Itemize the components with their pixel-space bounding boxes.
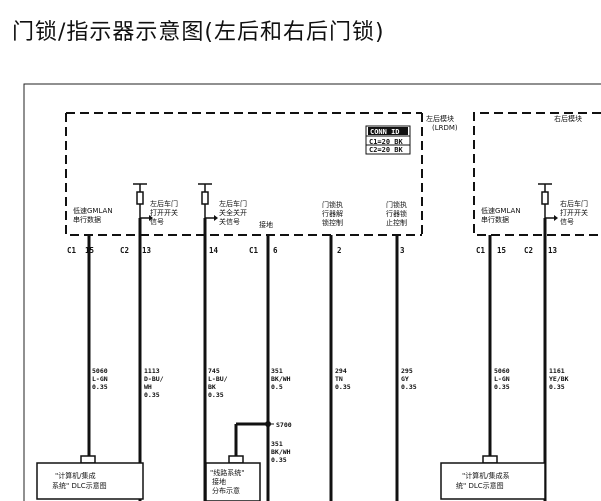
conn-id-row-2: C2=20 BK xyxy=(369,146,404,154)
pin-conn-1: C1 xyxy=(67,246,77,255)
pin-conn-2: C2 xyxy=(120,246,129,255)
right-label-door-open-3: 信号 xyxy=(560,217,574,226)
svg-text:D-BU/: D-BU/ xyxy=(144,375,164,383)
right-wire-label-2: 1161 YE/BK 0.35 xyxy=(549,367,569,391)
svg-text:745: 745 xyxy=(208,367,220,375)
wire-label-6: 295 GY 0.35 xyxy=(401,367,417,391)
pin-num-2: 13 xyxy=(142,246,152,255)
svg-text:L-GN: L-GN xyxy=(494,375,510,383)
label-door-open-2: 打开开关 xyxy=(150,208,178,217)
svg-text:5060: 5060 xyxy=(92,367,108,375)
label-door-close-1: 左后车门 xyxy=(219,199,247,208)
svg-text:"计算机/集成: "计算机/集成 xyxy=(55,471,96,480)
svg-text:统" DLC示意图: 统" DLC示意图 xyxy=(456,481,504,490)
right-dlc-reference-box: "计算机/集成系 统" DLC示意图 xyxy=(440,455,546,500)
svg-text:分布示意: 分布示意 xyxy=(212,486,240,495)
label-lock-1: 门锁执 xyxy=(322,200,343,209)
right-wires xyxy=(488,218,547,501)
label-unlock-3: 止控制 xyxy=(386,218,407,227)
svg-text:0.35: 0.35 xyxy=(401,383,417,391)
pin-conn-4: C1 xyxy=(249,246,259,255)
door-open-switch-symbol xyxy=(133,183,153,221)
pin-num-5: 2 xyxy=(337,246,342,255)
right-pin-conn-1: C1 xyxy=(476,246,486,255)
svg-text:BK/WH: BK/WH xyxy=(271,448,291,456)
right-pin-num-2: 13 xyxy=(548,246,558,255)
right-label-door-open-2: 打开开关 xyxy=(560,208,588,217)
svg-text:L-BU/: L-BU/ xyxy=(208,375,228,383)
pin-num-3: 14 xyxy=(209,246,219,255)
svg-text:0.35: 0.35 xyxy=(92,383,108,391)
svg-text:0.35: 0.35 xyxy=(271,456,287,464)
wire-label-1: 5060 L-GN 0.35 xyxy=(92,367,108,391)
right-pin-num-1: 15 xyxy=(497,246,506,255)
svg-text:0.35: 0.35 xyxy=(335,383,351,391)
svg-text:"线路系统": "线路系统" xyxy=(210,468,244,477)
right-module-name: 右后模块 xyxy=(554,114,582,123)
svg-text:接地: 接地 xyxy=(212,477,226,486)
svg-text:L-GN: L-GN xyxy=(92,375,108,383)
svg-text:1113: 1113 xyxy=(144,367,160,375)
left-module-name: 左后模块 xyxy=(426,114,454,123)
label-unlock-2: 行器锁 xyxy=(386,209,407,218)
label-ground: 接地 xyxy=(259,220,273,229)
svg-text:351: 351 xyxy=(271,440,283,448)
svg-text:0.35: 0.35 xyxy=(208,391,224,399)
label-lock-2: 行器解 xyxy=(322,209,343,218)
wire-label-2: 1113 D-BU/ WH 0.35 xyxy=(144,367,164,399)
wire-label-5: 294 TN 0.35 xyxy=(335,367,351,391)
right-label-lowspeed-2: 串行数据 xyxy=(481,215,509,224)
conn-id-header: CONN ID xyxy=(370,128,400,136)
svg-text:S700: S700 xyxy=(276,421,292,429)
svg-text:1161: 1161 xyxy=(549,367,565,375)
right-label-lowspeed-1: 低速GMLAN xyxy=(481,206,521,215)
right-pin-conn-2: C2 xyxy=(524,246,533,255)
right-module: 右后模块 低速GMLAN 串行数据 右后车门 打开开关 信号 C1 15 C2 … xyxy=(440,112,601,501)
svg-text:BK: BK xyxy=(208,383,216,391)
svg-text:BK/WH: BK/WH xyxy=(271,375,291,383)
right-door-open-switch-symbol xyxy=(538,183,558,221)
left-module-abbr: (LRDM) xyxy=(432,124,458,132)
svg-text:0.5: 0.5 xyxy=(271,383,283,391)
door-close-switch-symbol xyxy=(198,183,218,221)
label-door-close-3: 关信号 xyxy=(219,217,240,226)
svg-text:295: 295 xyxy=(401,367,413,375)
left-module: 左后模块 (LRDM) CONN ID C1=20 BK C2=20 BK 低速… xyxy=(36,112,458,501)
svg-text:TN: TN xyxy=(335,375,343,383)
label-lock-3: 锁控制 xyxy=(322,218,343,227)
label-unlock-1: 门锁执 xyxy=(386,200,407,209)
right-wire-label-1: 5060 L-GN 0.35 xyxy=(494,367,510,391)
svg-text:系统" DLC示意图: 系统" DLC示意图 xyxy=(52,481,107,490)
svg-text:0.35: 0.35 xyxy=(494,383,510,391)
label-door-close-2: 关全关开 xyxy=(219,208,247,217)
dlc-reference-box: "计算机/集成 系统" DLC示意图 xyxy=(36,455,144,500)
conn-id-row-1: C1=20 BK xyxy=(369,138,404,146)
left-wires xyxy=(87,218,399,501)
diagram-frame xyxy=(23,83,601,501)
label-lowspeed-2: 串行数据 xyxy=(73,215,101,224)
pin-num-6: 3 xyxy=(400,246,405,255)
svg-text:"计算机/集成系: "计算机/集成系 xyxy=(462,471,510,480)
svg-text:5060: 5060 xyxy=(494,367,510,375)
pin-num-4: 6 xyxy=(273,246,278,255)
label-door-open-1: 左后车门 xyxy=(150,199,178,208)
right-label-door-open-1: 右后车门 xyxy=(560,199,588,208)
page-title: 门锁/指示器示意图(左后和右后门锁) xyxy=(12,20,385,45)
splice-s700: S700 351 BK/WH 0.35 xyxy=(234,421,292,464)
wire-label-4: 351 BK/WH 0.5 xyxy=(271,367,291,391)
svg-text:0.35: 0.35 xyxy=(144,391,160,399)
label-door-open-3: 信号 xyxy=(150,217,164,226)
svg-text:YE/BK: YE/BK xyxy=(549,375,569,383)
svg-text:WH: WH xyxy=(144,383,152,391)
svg-text:351: 351 xyxy=(271,367,283,375)
svg-text:294: 294 xyxy=(335,367,347,375)
label-lowspeed-1: 低速GMLAN xyxy=(73,206,113,215)
svg-text:GY: GY xyxy=(401,375,409,383)
ground-reference-box: "线路系统" 接地 分布示意 xyxy=(205,455,261,501)
svg-text:0.35: 0.35 xyxy=(549,383,565,391)
wire-label-3: 745 L-BU/ BK 0.35 xyxy=(208,367,228,399)
